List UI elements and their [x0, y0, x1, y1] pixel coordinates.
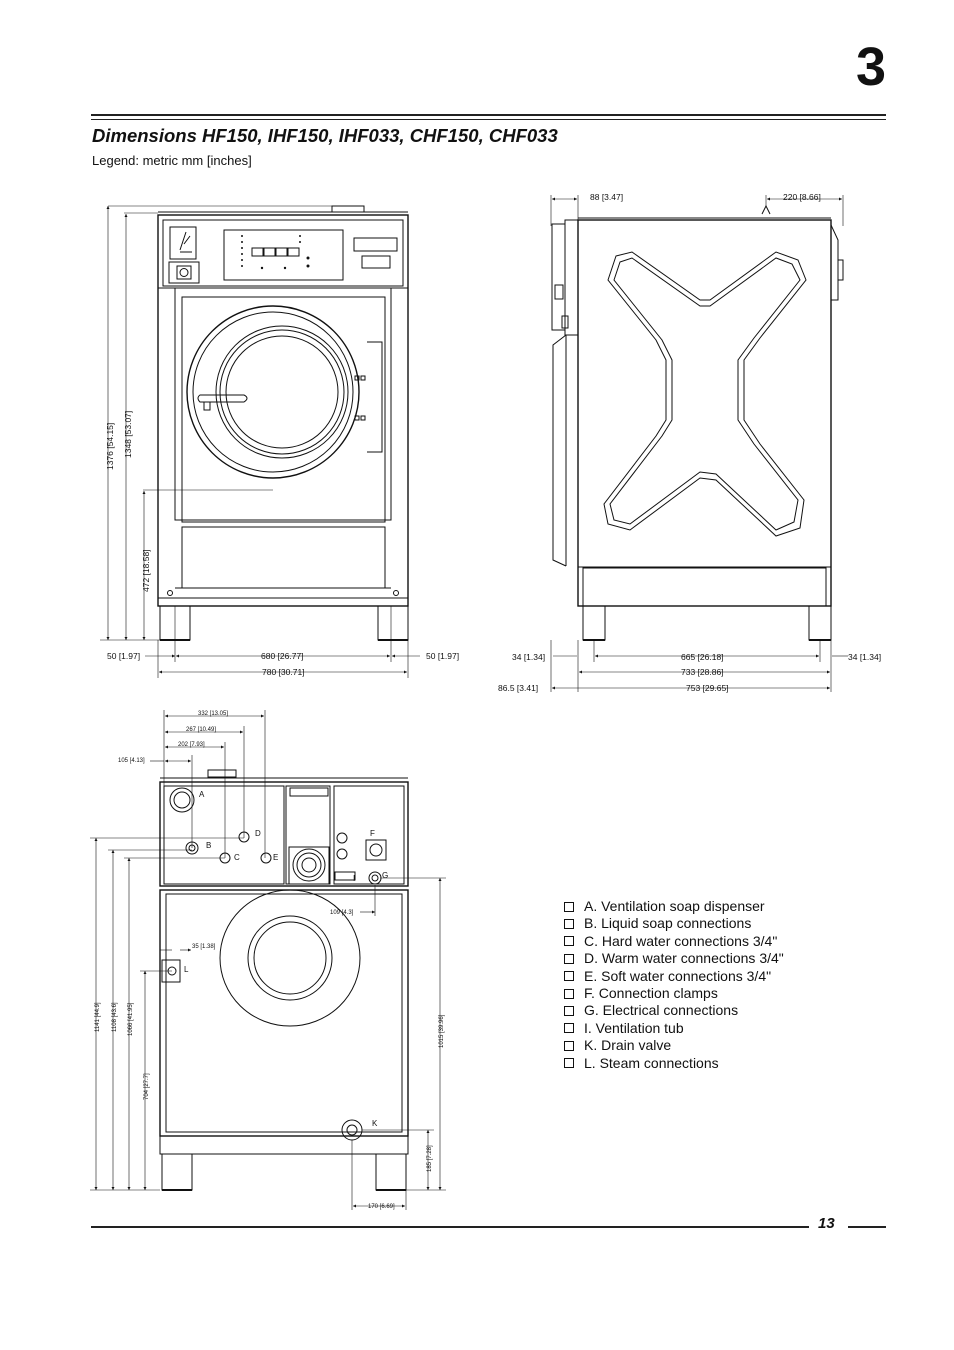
marker-g: G	[382, 871, 388, 880]
checkbox-icon	[564, 988, 574, 999]
side-dimension-labels: 88 [3.47] 220 [8.66] 34 [1.34] 34 [1.34]…	[498, 192, 881, 693]
marker-d: D	[255, 829, 261, 838]
page-number: 13	[818, 1215, 835, 1232]
footer-rule-right	[848, 1226, 886, 1228]
list-item-label: D. Warm water connections 3/4"	[584, 950, 784, 967]
list-item: F. Connection clamps	[564, 985, 784, 1002]
checkbox-icon	[564, 1058, 574, 1069]
checkbox-icon	[564, 901, 574, 912]
marker-c: C	[234, 853, 240, 862]
marker-i: I	[353, 874, 355, 883]
marker-k: K	[372, 1119, 378, 1128]
dim-side-foot-right: 34 [1.34]	[848, 652, 881, 662]
dim-rear-267: 267 [10.49]	[186, 727, 216, 733]
dim-side-total-depth: 753 [29.65]	[686, 683, 729, 693]
dim-rear-105: 105 [4.13]	[118, 758, 145, 764]
dim-side-foot-left: 34 [1.34]	[512, 652, 545, 662]
footer-rule-left	[91, 1226, 809, 1228]
dim-rear-185: 185 [7.28]	[427, 1145, 433, 1172]
header-rule-thin	[91, 119, 886, 120]
rear-dimension-labels: 332 [13.05] 267 [10.49] 202 [7.93] 105 […	[95, 711, 445, 1210]
dim-door-center: 472 [18.58]	[141, 549, 151, 592]
list-item: A. Ventilation soap dispenser	[564, 898, 784, 915]
list-item: E. Soft water connections 3/4"	[564, 968, 784, 985]
dim-side-feet-span: 665 [26.18]	[681, 652, 724, 662]
dimension-drawings: 1376 [54.15] 1348 [53.07] 472 [18.58] 68…	[90, 192, 881, 1210]
connections-key: A. Ventilation soap dispenser B. Liquid …	[564, 898, 784, 1072]
dim-side-left-offset: 86.5 [3.41]	[498, 683, 538, 693]
dim-rear-202: 202 [7.93]	[178, 742, 205, 748]
list-item: G. Electrical connections	[564, 1002, 784, 1019]
chapter-number: 3	[855, 37, 886, 97]
rear-connection-letters: A B C D E F G I K L	[184, 790, 388, 1128]
dim-height-top: 1348 [53.07]	[123, 411, 133, 458]
checkbox-icon	[564, 971, 574, 982]
list-item: B. Liquid soap connections	[564, 915, 784, 932]
list-item-label: I. Ventilation tub	[584, 1019, 684, 1036]
dim-rear-109: 109 [4.3]	[330, 910, 354, 916]
dim-rear-170: 170 [6.69]	[368, 1204, 395, 1210]
list-item: K. Drain valve	[564, 1037, 784, 1054]
dim-side-top-right: 220 [8.66]	[783, 192, 821, 202]
list-item-label: L. Steam connections	[584, 1054, 719, 1071]
list-item: I. Ventilation tub	[564, 1020, 784, 1037]
checkbox-icon	[564, 919, 574, 930]
checkbox-icon	[564, 1040, 574, 1051]
legend-note: Legend: metric mm [inches]	[92, 153, 252, 168]
dim-rear-1108: 1108 [43.6]	[112, 1002, 118, 1032]
checkbox-icon	[564, 1023, 574, 1034]
front-view	[100, 205, 420, 678]
list-item-label: K. Drain valve	[584, 1037, 672, 1054]
list-item-label: G. Electrical connections	[584, 1002, 739, 1019]
dim-rear-1015: 1015 [39.96]	[439, 1014, 445, 1048]
rear-view	[90, 710, 446, 1210]
dim-offset-left: 50 [1.97]	[107, 651, 140, 661]
list-item: L. Steam connections	[564, 1055, 784, 1072]
dim-width-total: 780 [30.71]	[262, 667, 305, 677]
checkbox-icon	[564, 953, 574, 964]
front-dimension-labels: 1376 [54.15] 1348 [53.07] 472 [18.58] 68…	[105, 411, 459, 677]
dim-width-inner: 680 [26.77]	[261, 651, 304, 661]
dim-rear-1066: 1066 [41.95]	[128, 1002, 134, 1036]
list-item: C. Hard water connections 3/4"	[564, 933, 784, 950]
dim-rear-1141: 1141 [44.9]	[95, 1002, 101, 1032]
header-rule	[91, 114, 886, 116]
list-item: D. Warm water connections 3/4"	[564, 950, 784, 967]
page-title: Dimensions HF150, IHF150, IHF033, CHF150…	[92, 125, 558, 146]
list-item-label: F. Connection clamps	[584, 984, 718, 1001]
list-item-label: C. Hard water connections 3/4"	[584, 932, 778, 949]
list-item-label: A. Ventilation soap dispenser	[584, 898, 765, 914]
list-item-label: B. Liquid soap connections	[584, 915, 752, 932]
dim-side-body-depth: 733 [28.86]	[681, 667, 724, 677]
marker-e: E	[273, 853, 278, 862]
dim-side-top-left: 88 [3.47]	[590, 192, 623, 202]
dim-height-total: 1376 [54.15]	[105, 423, 115, 470]
list-item-label: E. Soft water connections 3/4"	[584, 967, 772, 984]
checkbox-icon	[564, 936, 574, 947]
dim-rear-332: 332 [13.05]	[198, 711, 228, 717]
dim-rear-704: 704 [27.7]	[144, 1073, 150, 1100]
dim-rear-35: 35 [1.38]	[192, 944, 216, 950]
side-view	[550, 195, 848, 692]
checkbox-icon	[564, 1006, 574, 1017]
dim-offset-right: 50 [1.97]	[426, 651, 459, 661]
marker-a: A	[199, 790, 205, 799]
marker-b: B	[206, 841, 211, 850]
marker-l: L	[184, 965, 189, 974]
marker-f: F	[370, 829, 375, 838]
